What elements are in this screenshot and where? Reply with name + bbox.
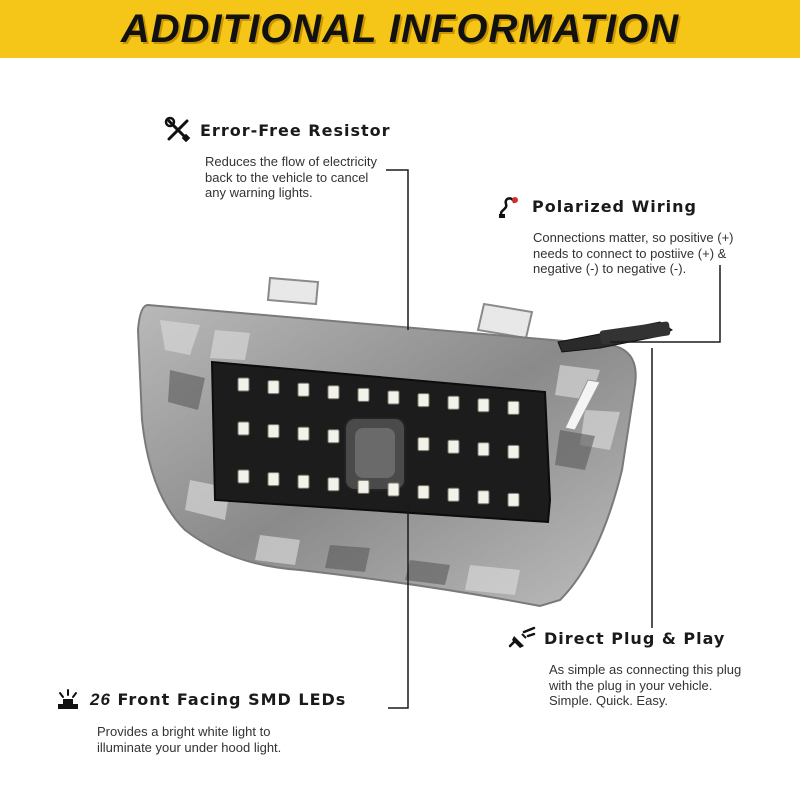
plug-icon bbox=[508, 626, 536, 648]
leds-title-text: Front Facing SMD LEDs bbox=[117, 690, 347, 709]
smd-led bbox=[507, 400, 520, 415]
resistor-title: Error-Free Resistor bbox=[200, 120, 391, 140]
smd-led bbox=[327, 385, 340, 400]
smd-led bbox=[447, 487, 460, 502]
callout-direct-plug-and-play: Direct Plug & Play As simple as connecti… bbox=[508, 624, 741, 709]
smd-led bbox=[507, 444, 520, 459]
plug-title: Direct Plug & Play bbox=[544, 628, 726, 648]
plug-description: As simple as connecting this plug with t… bbox=[549, 662, 742, 708]
smd-led bbox=[417, 393, 430, 408]
leds-title: 26 Front Facing SMD LEDs bbox=[90, 690, 346, 710]
wiring-description: Connections matter, so positive (+) need… bbox=[533, 230, 734, 276]
smd-led bbox=[297, 474, 310, 489]
callout-smd-leds: 26 Front Facing SMD LEDs Provides a brig… bbox=[54, 686, 346, 755]
led-count: 26 bbox=[90, 690, 111, 709]
smd-led bbox=[237, 469, 250, 484]
smd-led bbox=[327, 429, 340, 444]
callout-error-free-resistor: Error-Free Resistor Reduces the flow of … bbox=[164, 116, 391, 201]
smd-led bbox=[447, 395, 460, 410]
smd-led bbox=[477, 490, 490, 505]
wiring-title: Polarized Wiring bbox=[532, 196, 697, 216]
smd-led bbox=[417, 485, 430, 500]
smd-led bbox=[447, 439, 460, 454]
smd-led bbox=[357, 479, 370, 494]
wrench-screwdriver-icon bbox=[164, 116, 191, 143]
smd-led bbox=[297, 382, 310, 397]
smd-led bbox=[357, 387, 370, 402]
smd-led bbox=[327, 477, 340, 492]
smd-led bbox=[297, 426, 310, 441]
wire-icon bbox=[499, 197, 518, 218]
smd-led bbox=[417, 437, 430, 452]
leds-description: Provides a bright white light to illumin… bbox=[97, 724, 282, 755]
header-banner: ADDITIONAL INFORMATION bbox=[0, 0, 800, 58]
smd-led bbox=[237, 377, 250, 392]
callout-polarized-wiring: Polarized Wiring Connections matter, so … bbox=[496, 192, 734, 277]
led-array bbox=[237, 377, 520, 507]
smd-led bbox=[477, 398, 490, 413]
smd-led bbox=[477, 442, 490, 457]
smd-led bbox=[267, 380, 280, 395]
smd-led bbox=[267, 472, 280, 487]
smd-led bbox=[267, 424, 280, 439]
smd-led bbox=[237, 421, 250, 436]
smd-led bbox=[387, 390, 400, 405]
light-icon bbox=[58, 689, 78, 709]
smd-led bbox=[507, 492, 520, 507]
smd-led bbox=[387, 482, 400, 497]
page-title: ADDITIONAL INFORMATION bbox=[120, 6, 680, 51]
resistor-description: Reduces the flow of electricity back to … bbox=[205, 154, 377, 200]
